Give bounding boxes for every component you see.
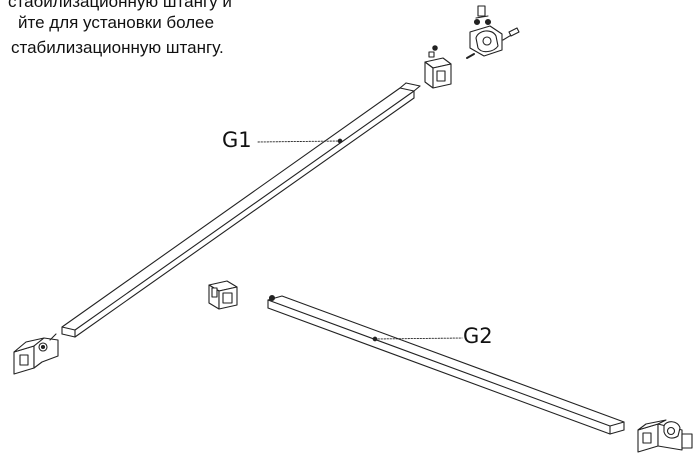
label-g2: G2 — [463, 324, 493, 348]
bar-g1 — [62, 83, 420, 337]
label-g1: G1 — [222, 128, 252, 152]
wall-bracket-right — [638, 420, 692, 452]
leader-g2 — [375, 338, 462, 339]
wall-bracket-top — [433, 6, 519, 58]
instruction-line-3: стабилизационную штангу. — [11, 38, 224, 57]
instruction-line-1: стабилизационную штангу и — [8, 0, 232, 11]
bar-g2 — [268, 296, 624, 435]
square-connector-mid — [209, 281, 237, 309]
square-connector-top — [425, 52, 451, 88]
leader-g1 — [258, 141, 340, 142]
wall-bracket-left — [14, 334, 58, 374]
instruction-line-2: йте для установки более — [18, 13, 215, 32]
